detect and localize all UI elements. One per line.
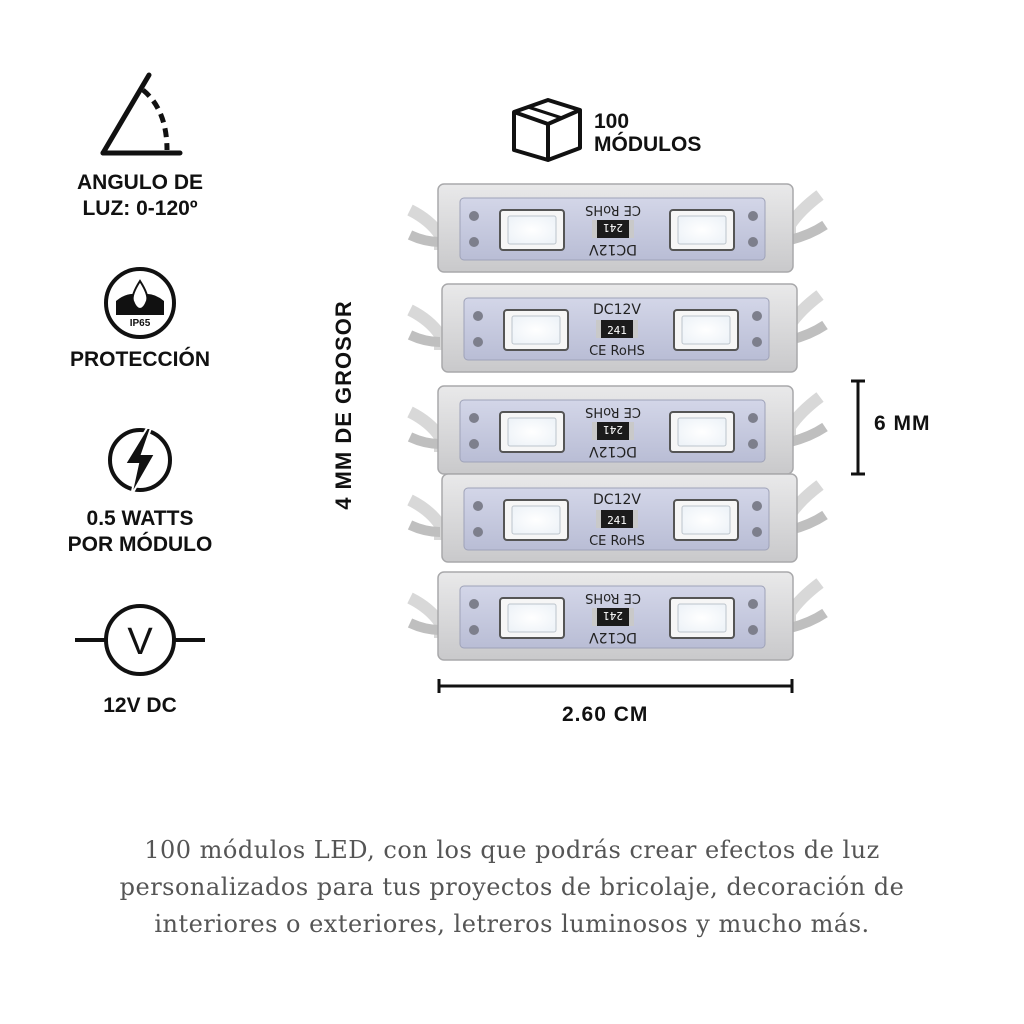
voltmeter-symbol: V [127,621,153,663]
resistor-marking: 241 [603,221,623,234]
feature-voltage: V 12V DC [40,603,240,719]
led-emitter [511,315,561,345]
led-wire [407,330,441,347]
solder-pad [473,311,483,321]
led-module: 241 DC12V CE RoHS [407,283,828,373]
module-voltage-marking: DC12V [589,629,637,645]
resistor-terminal [629,422,634,440]
solder-pad [469,413,479,423]
solder-pad [469,439,479,449]
resistor-marking: 241 [603,423,623,436]
resistor [596,608,630,626]
feature-label-light-angle: ANGULO DE LUZ: 0-120º [77,171,203,220]
module-cert-marking: CE RoHS [585,202,641,217]
resistor-terminal [596,510,601,528]
width-dimension-label: 2.60 CM [562,703,649,726]
resistor [600,510,634,528]
light-angle-icon [100,72,183,156]
feature-label-power: 0.5 WATTS POR MÓDULO [67,507,213,556]
module-voltage-marking: DC12V [589,443,637,459]
module-cert-marking: CE RoHS [589,534,645,549]
width-dimension-marker [437,679,794,693]
module-voltage-marking: DC12V [593,302,641,318]
solder-pad [752,311,762,321]
lightning-icon [108,427,172,497]
resistor-terminal [633,320,638,338]
resistor [600,320,634,338]
thickness-dimension: 4 MM DE GROSOR [331,300,356,510]
led-emitter [681,315,731,345]
ip65-drop-icon: IP65 [104,267,176,339]
feature-light-angle: ANGULO DE LUZ: 0-120º [40,70,240,222]
solder-pad [469,211,479,221]
solder-pad [748,413,758,423]
led-emitter [507,603,557,633]
module-cert-marking: CE RoHS [585,590,641,605]
solder-pad [748,211,758,221]
resistor-terminal [629,608,634,626]
led-emitter [681,505,731,535]
resistor [596,220,630,238]
resistor-terminal [629,220,634,238]
led-emitter [507,215,557,245]
resistor-terminal [592,608,597,626]
resistor-marking: 241 [603,609,623,622]
solder-pad [752,337,762,347]
resistor [596,422,630,440]
feature-power: 0.5 WATTS POR MÓDULO [40,422,240,558]
solder-pad [469,599,479,609]
box-label: 100 MÓDULOS [594,110,702,156]
voltmeter-icon: V [75,604,205,676]
feature-label-protection: PROTECCIÓN [69,348,210,371]
product-description: 100 módulos LED, con los que podrás crea… [119,836,905,938]
height-dimension-marker [851,379,865,476]
resistor-terminal [633,510,638,528]
feature-protection: IP65 PROTECCIÓN [40,265,240,373]
solder-pad [469,625,479,635]
resistor-terminal [592,422,597,440]
solder-pad [748,237,758,247]
feature-label-voltage: 12V DC [103,694,177,717]
led-emitter [511,505,561,535]
led-emitter [677,417,727,447]
module-cert-marking: CE RoHS [585,404,641,419]
led-emitter [507,417,557,447]
solder-pad [469,237,479,247]
led-emitter [677,215,727,245]
solder-pad [748,439,758,449]
led-emitter [677,603,727,633]
module-cert-marking: CE RoHS [589,344,645,359]
solder-pad [748,599,758,609]
led-module: 241 DC12V CE RoHS [407,473,828,563]
solder-pad [752,527,762,537]
solder-pad [748,625,758,635]
module-voltage-marking: DC12V [593,492,641,508]
resistor-marking: 241 [607,324,627,337]
solder-pad [752,501,762,511]
package-box-icon [512,98,582,162]
solder-pad [473,337,483,347]
led-wire [407,520,441,537]
led-wire [407,494,446,540]
led-wire [407,304,446,350]
height-dimension-label: 6 MM [874,412,931,435]
module-voltage-marking: DC12V [589,241,637,257]
resistor-terminal [592,220,597,238]
solder-pad [473,501,483,511]
ip65-badge-text: IP65 [130,318,151,329]
resistor-terminal [596,320,601,338]
solder-pad [473,527,483,537]
resistor-marking: 241 [607,514,627,527]
